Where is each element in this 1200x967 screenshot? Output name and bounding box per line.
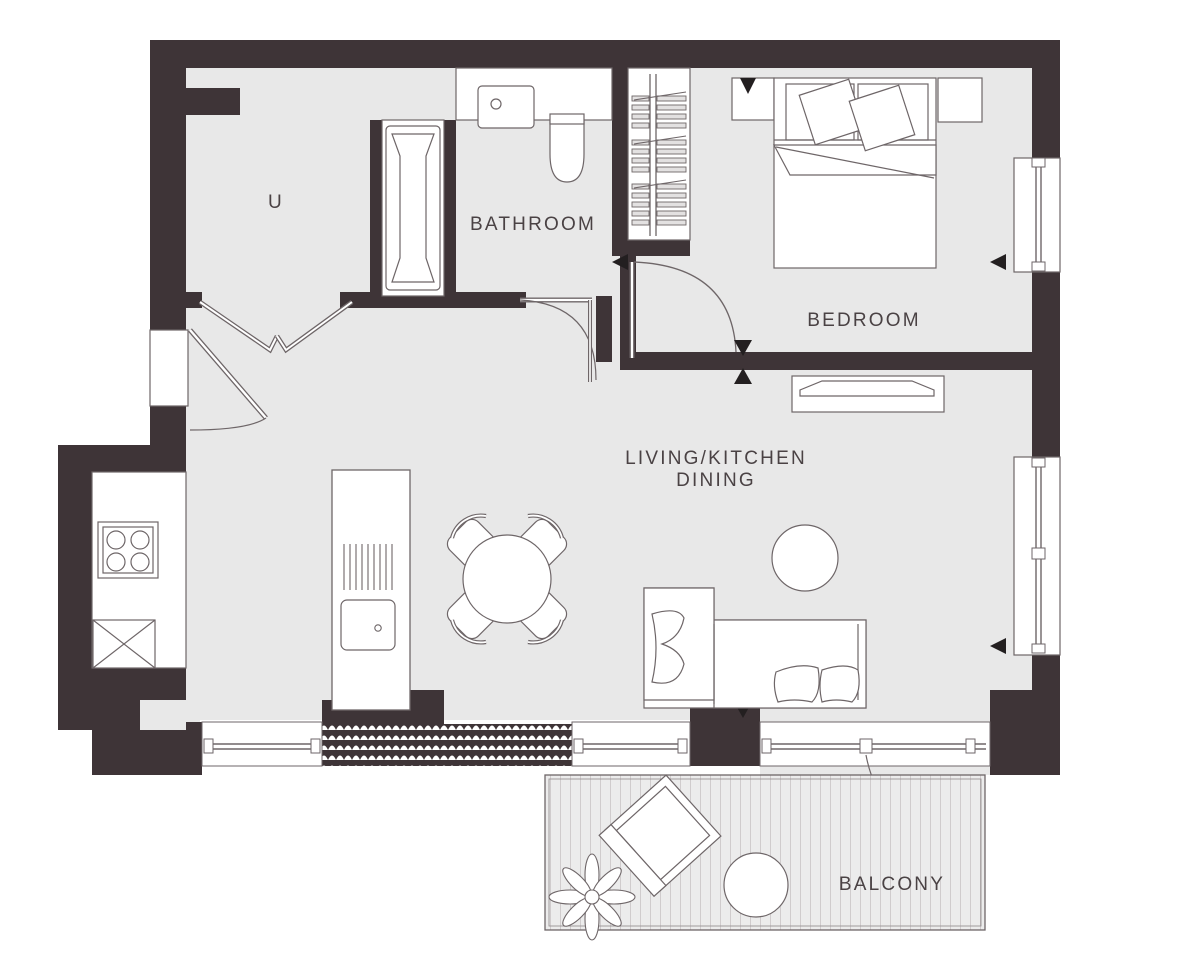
island-sink [340, 599, 396, 651]
l-shaped-sofa [643, 587, 867, 709]
balcony [544, 774, 986, 941]
living-window-south-centre [573, 738, 688, 754]
round-side-table [771, 524, 839, 592]
arrow-marker [990, 638, 1006, 654]
island-drainer-grooves [343, 544, 393, 590]
walls [58, 40, 1060, 775]
wardrobe-hanging-rail [631, 74, 687, 236]
label-living-line2: DINING [676, 470, 756, 491]
arrow-marker [990, 254, 1006, 270]
outdoor-round-table [723, 852, 789, 918]
toilet [549, 113, 585, 183]
bedroom-furniture [631, 74, 945, 413]
arrow-marker [740, 78, 756, 94]
washing-machine [92, 619, 156, 669]
kitchen-island [331, 469, 411, 711]
washbasin [477, 85, 535, 129]
arrow-marker [734, 340, 752, 356]
living-furniture [446, 513, 867, 709]
potted-plant [548, 853, 636, 941]
hob-four-burner [97, 521, 159, 579]
label-balcony: BALCONY [839, 874, 945, 895]
label-utility: U [268, 192, 284, 213]
bathtub [385, 125, 441, 291]
bedroom-door [629, 261, 737, 358]
bathroom-fixtures [385, 85, 585, 291]
bathroom-door [519, 297, 597, 382]
kitchen-fixtures [92, 521, 159, 669]
console-tv-unit [791, 375, 945, 413]
living-window-south-west [203, 738, 321, 754]
double-bed [773, 77, 937, 269]
arrow-marker [734, 368, 752, 384]
outdoor-chair [598, 774, 722, 898]
doors [188, 261, 737, 431]
label-bathroom: BATHROOM [470, 214, 596, 235]
arrow-marker [612, 254, 628, 270]
label-bedroom: BEDROOM [807, 310, 921, 331]
living-window-east [1013, 456, 1061, 656]
bedroom-window-east [1013, 157, 1061, 273]
utility-bifold-doors [198, 300, 354, 354]
round-dining-table [462, 534, 552, 624]
room-labels: U BATHROOM BEDROOM LIVING/KITCHEN DINING… [268, 192, 945, 895]
label-living-line1: LIVING/KITCHEN [625, 448, 807, 469]
entrance-door [188, 328, 268, 431]
